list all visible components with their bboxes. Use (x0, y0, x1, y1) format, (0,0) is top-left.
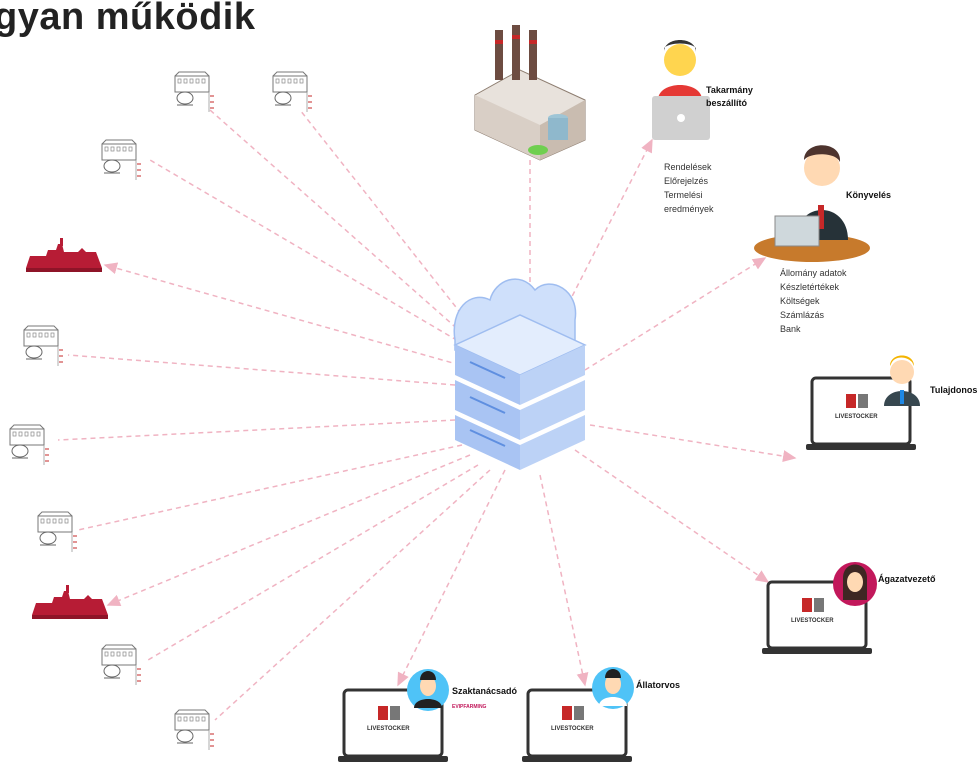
farm-icon (272, 71, 313, 113)
sector-manager-label: Ágazatvezető (878, 574, 936, 584)
farm-icon (101, 644, 142, 686)
veterinarian-label: Állatorvos (636, 680, 681, 690)
farm-icon (101, 139, 142, 181)
veterinarian-avatar-icon (592, 667, 634, 709)
brand-name: LIVESTOCKER (367, 726, 410, 732)
list-item: Készletértékek (780, 282, 840, 292)
farm-icon (37, 511, 78, 553)
connectors (57, 109, 797, 721)
page-title: gyan működik (0, 0, 256, 38)
owner-label: Tulajdonos (930, 385, 978, 395)
sector-manager-avatar-icon (833, 562, 877, 606)
owner-avatar-icon (884, 355, 920, 406)
list-item: Előrejelzés (664, 176, 709, 186)
consultant-avatar-icon (407, 669, 449, 711)
list-item: Számlázás (780, 310, 825, 320)
accountant-person-icon (754, 145, 870, 262)
farm-icon (9, 424, 50, 466)
brand-name: LIVESTOCKER (835, 414, 878, 420)
feed-supplier-person-icon (652, 40, 710, 140)
brand-name: LIVESTOCKER (551, 726, 594, 732)
list-item: Rendelések (664, 162, 712, 172)
farm-icon (23, 325, 64, 367)
consultant-sub-label: EVIPFARMING (452, 704, 487, 710)
feed-supplier-label: Takarmány beszállító (706, 85, 753, 108)
brand-name: LIVESTOCKER (791, 618, 834, 624)
accounting-label: Könyvelés (846, 190, 892, 200)
list-item: Költségek (780, 296, 820, 306)
list-item: eredmények (664, 204, 714, 214)
farm-icon (174, 71, 215, 113)
list-item: Állomány adatok (780, 268, 847, 278)
consultant-label: Szaktanácsadó (452, 686, 518, 696)
farm-icon (174, 709, 215, 751)
list-item: Termelési (664, 190, 703, 200)
processing-plant-icon (26, 238, 102, 272)
list-item: Bank (780, 324, 801, 334)
cloud-server-icon (453, 278, 587, 470)
factory-icon (474, 25, 586, 161)
processing-plant-icon (32, 585, 108, 619)
